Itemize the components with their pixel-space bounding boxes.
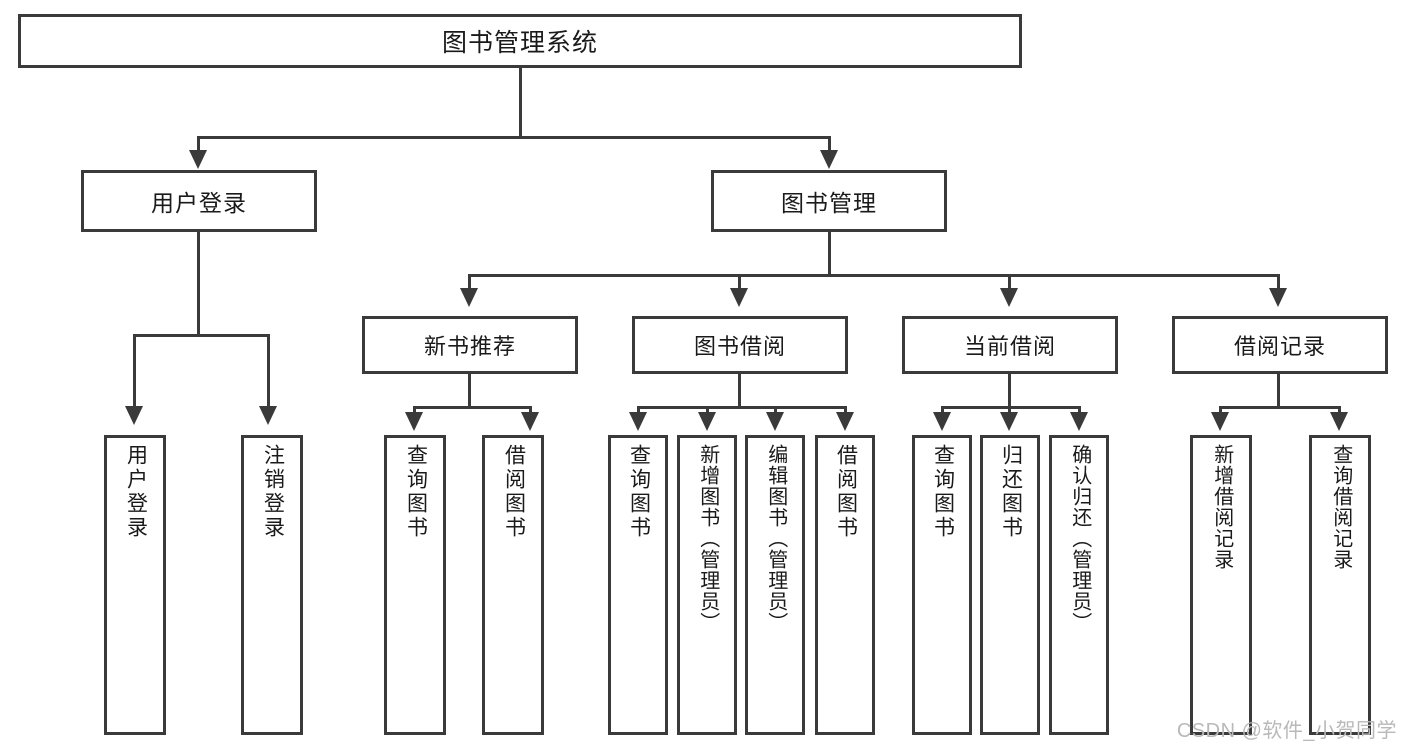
node-label: 当前借阅: [963, 334, 1056, 359]
leaf-add-record[interactable]: 新增借阅记录: [1190, 435, 1252, 735]
connector-root-to-book-management: [828, 136, 831, 154]
arrow-root-to-user-login: [189, 150, 207, 169]
node-label: 用户登录: [151, 190, 247, 216]
node-label: 借阅记录: [1233, 334, 1326, 359]
leaf-query-book-3[interactable]: 查询图书: [912, 435, 972, 735]
leaf-label: 用户登录: [124, 444, 148, 540]
node-user-login[interactable]: 用户登录: [81, 170, 317, 232]
connector-book-management-stem: [828, 232, 831, 276]
leaf-query-record[interactable]: 查询借阅记录: [1309, 435, 1371, 735]
connector-borrow-record-stem: [1277, 374, 1280, 408]
leaf-edit-book[interactable]: 编辑图书（管理员）: [745, 435, 805, 735]
leaf-label: 借阅图书: [834, 444, 858, 540]
leaf-label: 编辑图书（管理员）: [764, 444, 787, 633]
connector-to-book-borrow: [738, 274, 741, 292]
arrow-to-leaf-query-book-2: [629, 412, 647, 431]
connector-user-login-stem: [197, 232, 200, 336]
connector-book-borrow-stem: [738, 374, 741, 408]
arrow-to-leaf-add-book: [698, 412, 716, 431]
arrow-to-leaf-query-book-3: [933, 412, 951, 431]
connector-current-borrow-stem: [1008, 374, 1011, 408]
leaf-label: 新增图书（管理员）: [696, 444, 719, 633]
csdn-watermark: CSDN @软件_小贺同学: [1176, 720, 1397, 742]
leaf-borrow-book-2[interactable]: 借阅图书: [815, 435, 875, 735]
leaf-add-book[interactable]: 新增图书（管理员）: [677, 435, 737, 735]
leaf-query-book-2[interactable]: 查询图书: [608, 435, 668, 735]
node-borrow-record[interactable]: 借阅记录: [1172, 316, 1388, 374]
node-book-borrow[interactable]: 图书借阅: [632, 316, 848, 374]
arrow-to-new-book-recommend: [460, 288, 478, 307]
connector-root-to-user-login: [197, 136, 200, 154]
leaf-label: 归还图书: [999, 444, 1023, 540]
connector-borrow-record-bus: [1219, 406, 1341, 409]
arrow-to-leaf-add-record: [1211, 412, 1229, 431]
node-root-book-management-system[interactable]: 图书管理系统: [18, 14, 1022, 68]
connector-new-book-recommend-bus: [413, 406, 532, 409]
leaf-confirm-return[interactable]: 确认归还（管理员）: [1049, 435, 1109, 735]
connector-level2-bus: [468, 274, 1280, 277]
connector-to-borrow-record: [1277, 274, 1280, 292]
arrow-root-to-book-management: [820, 150, 838, 169]
leaf-user-login[interactable]: 用户登录: [104, 435, 166, 735]
leaf-label: 查询图书: [931, 444, 955, 540]
arrow-to-leaf-edit-book: [766, 412, 784, 431]
node-label: 图书管理: [781, 190, 877, 216]
leaf-label: 查询借阅记录: [1329, 444, 1352, 570]
arrow-to-leaf-query-record: [1330, 412, 1348, 431]
arrow-to-borrow-record: [1269, 288, 1287, 307]
arrow-to-leaf-query-book-1: [405, 412, 423, 431]
connector-to-current-borrow: [1008, 274, 1011, 292]
node-book-management[interactable]: 图书管理: [711, 170, 947, 232]
leaf-logout-login[interactable]: 注销登录: [241, 435, 303, 735]
leaf-label: 确认归还（管理员）: [1068, 444, 1091, 633]
connector-root-stem: [519, 68, 522, 136]
node-label: 新书推荐: [423, 334, 516, 359]
leaf-borrow-book-1[interactable]: 借阅图书: [482, 435, 544, 735]
connector-user-login-drop-2: [267, 334, 270, 410]
arrow-to-leaf-logout-login: [259, 406, 277, 425]
leaf-query-book-1[interactable]: 查询图书: [384, 435, 446, 735]
node-new-book-recommend[interactable]: 新书推荐: [362, 316, 578, 374]
leaf-label: 新增借阅记录: [1210, 444, 1233, 570]
leaf-label: 查询图书: [627, 444, 651, 540]
connector-user-login-drop-1: [133, 334, 136, 410]
connector-book-borrow-bus: [637, 406, 847, 409]
leaf-label: 借阅图书: [502, 444, 526, 540]
arrow-to-leaf-borrow-book-1: [521, 412, 539, 431]
arrow-to-leaf-return-book: [1000, 412, 1018, 431]
connector-current-borrow-bus: [941, 406, 1081, 409]
node-current-borrow[interactable]: 当前借阅: [902, 316, 1118, 374]
connector-new-book-recommend-stem: [468, 374, 471, 408]
connector-root-bus: [197, 136, 831, 139]
arrow-to-current-borrow: [1000, 288, 1018, 307]
connector-user-login-bus: [133, 334, 270, 337]
arrow-to-leaf-confirm-return: [1070, 412, 1088, 431]
arrow-to-book-borrow: [730, 288, 748, 307]
node-label: 图书借阅: [693, 334, 786, 359]
arrow-to-leaf-user-login: [125, 406, 143, 425]
node-label: 图书管理系统: [441, 29, 598, 57]
leaf-label: 查询图书: [404, 444, 428, 540]
connector-to-new-book-recommend: [468, 274, 471, 292]
leaf-return-book[interactable]: 归还图书: [980, 435, 1040, 735]
arrow-to-leaf-borrow-book-2: [836, 412, 854, 431]
leaf-label: 注销登录: [261, 444, 285, 540]
